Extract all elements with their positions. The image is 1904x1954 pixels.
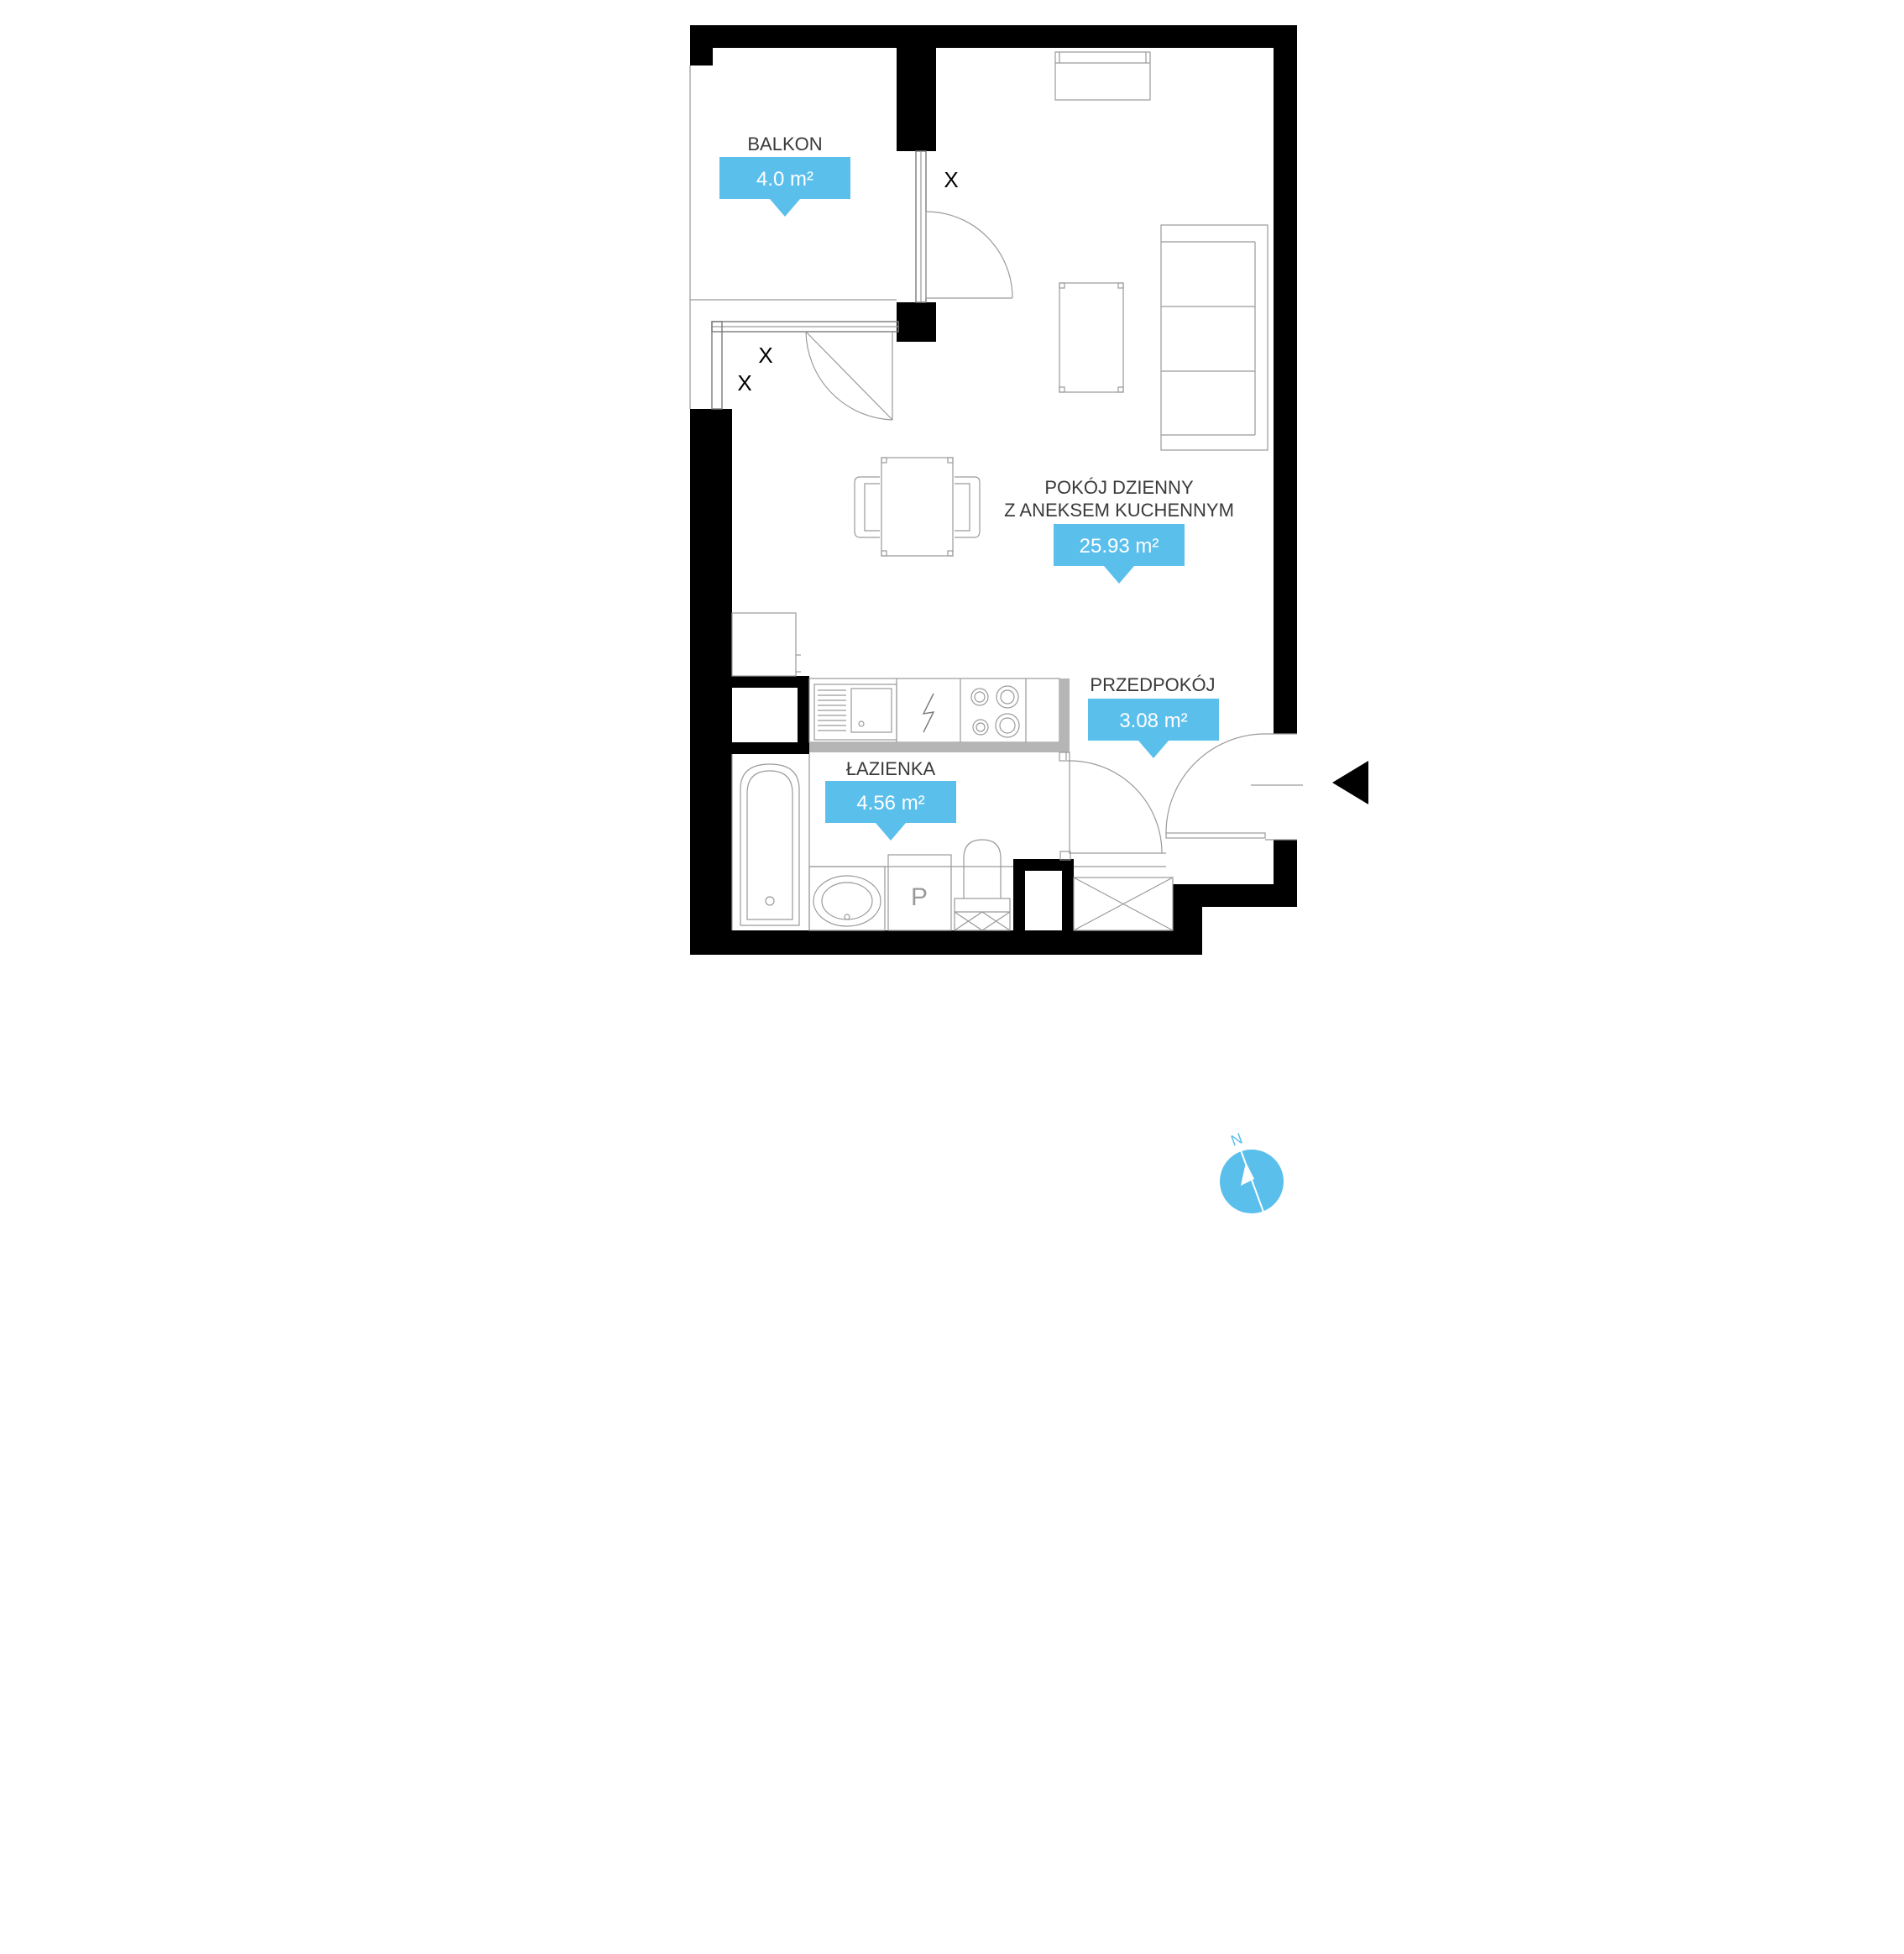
washing-machine-label: P [911,883,928,911]
room-area: 4.0 m² [756,168,813,191]
radiator [1054,51,1151,101]
entrance-door [1059,733,1303,931]
thin-lines [689,65,927,410]
window-mark-x: X [944,167,958,192]
area-badge [719,157,850,217]
room-label-balkon: BALKON 4.0 m² [719,134,850,217]
room-label-lazienka: ŁAZIENKA 4.56 m² [825,758,956,841]
fridge [731,612,801,677]
kitchen-counter [808,678,1070,762]
dining-table [854,457,981,557]
window-mark-x: X [737,370,751,396]
area-badge [1054,524,1185,584]
room-name: ŁAZIENKA [846,758,936,779]
room-area: 25.93 m² [1080,535,1159,558]
bathroom-fixtures [731,754,1013,931]
room-name: POKÓJ DZIENNY [1044,477,1194,498]
compass-north-label: N [1228,1129,1244,1149]
walls [690,25,1297,955]
area-badge [825,781,956,841]
room-label-przedpokoj: PRZEDPOKÓJ 3.08 m² [1088,674,1219,758]
entrance-arrow-icon [1332,761,1368,804]
window-mark-x: X [758,343,772,368]
room-name: Z ANEKSEM KUCHENNYM [1004,500,1234,521]
room-name: BALKON [747,134,822,155]
coffee-table [1059,282,1124,393]
area-badge [1088,699,1219,758]
door-swing-window [805,331,893,421]
room-name: PRZEDPOKÓJ [1090,674,1215,695]
room-area: 3.08 m² [1119,710,1187,732]
compass-icon [1220,1150,1284,1215]
room-label-pokoj: POKÓJ DZIENNY Z ANEKSEM KUCHENNYM 25.93 … [1004,477,1234,584]
door-swing-balcony [925,211,1013,299]
room-area: 4.56 m² [856,792,924,815]
sofa [1160,224,1268,451]
